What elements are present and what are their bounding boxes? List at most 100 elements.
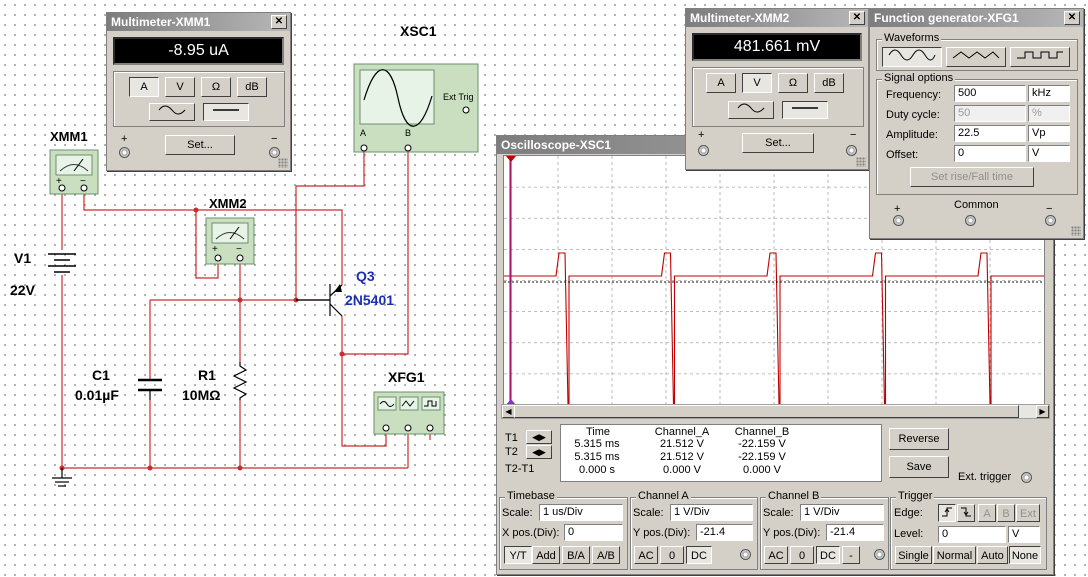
scroll-right-icon[interactable]: ▶: [1036, 405, 1049, 418]
save-button[interactable]: Save: [889, 456, 949, 478]
square-wave-icon[interactable]: [1010, 47, 1070, 67]
sine-wave-icon[interactable]: [882, 47, 942, 67]
falling-edge-icon[interactable]: [957, 504, 975, 522]
duty-cycle-unit[interactable]: %: [1028, 105, 1070, 122]
fg-resize-grip-icon[interactable]: [1071, 226, 1081, 236]
timebase-scale-field[interactable]: 1 us/Div: [539, 504, 623, 521]
set-rise-fall-button[interactable]: Set rise/Fall time: [910, 167, 1034, 187]
rising-edge-icon[interactable]: [938, 504, 956, 522]
t2-channel-a-value: 21.512 V: [659, 451, 705, 463]
battery-symbol: [48, 253, 76, 273]
xmm1-dc-button[interactable]: [203, 103, 249, 121]
channel-a-ypos-label: Y pos.(Div):: [633, 527, 691, 539]
t1-arrows-icon[interactable]: ◀▶: [526, 430, 552, 444]
xmm1-titlebar[interactable]: Multimeter-XMM1 ✕: [107, 13, 290, 31]
xmm2-set-button[interactable]: Set...: [742, 133, 814, 153]
channel-a-terminal-icon[interactable]: [740, 549, 751, 560]
ba-mode-button[interactable]: B/A: [562, 546, 590, 564]
xmm2-dc-button[interactable]: [782, 101, 828, 119]
fg-common-terminal-icon[interactable]: [965, 215, 976, 226]
xmm2-voltmeter-button[interactable]: V: [742, 73, 772, 93]
duty-cycle-label: Duty cycle:: [886, 109, 940, 121]
xmm1-resize-grip-icon[interactable]: [278, 158, 288, 168]
xmm2-ammeter-button[interactable]: A: [706, 73, 736, 93]
scope-horizontal-scrollbar[interactable]: ◀ ▶: [501, 404, 1050, 419]
amplitude-field[interactable]: 22.5: [954, 125, 1026, 142]
channel-b-ac-button[interactable]: AC: [764, 546, 788, 564]
fg-close-icon[interactable]: ✕: [1064, 11, 1080, 25]
trigger-level-unit[interactable]: V: [1008, 526, 1040, 543]
channel-a-trace: [504, 252, 1044, 406]
xmm2-titlebar[interactable]: Multimeter-XMM2 ✕: [686, 9, 868, 27]
ab-mode-button[interactable]: A/B: [592, 546, 620, 564]
scroll-thumb[interactable]: [514, 405, 1019, 418]
trigger-auto-button[interactable]: Auto: [977, 546, 1008, 564]
trigger-level-field[interactable]: 0: [938, 526, 1006, 543]
duty-cycle-field[interactable]: 50: [954, 105, 1026, 122]
reverse-button[interactable]: Reverse: [889, 428, 949, 450]
channel-b-invert-button[interactable]: -: [842, 546, 860, 564]
xmm1-ammeter-button[interactable]: A: [129, 77, 159, 97]
triangle-wave-icon[interactable]: [946, 47, 1006, 67]
channel-a-dc-button[interactable]: DC: [686, 546, 712, 564]
channel-b-dc-button[interactable]: DC: [816, 546, 840, 564]
xmm1-ac-button[interactable]: [149, 103, 195, 121]
xmm2-ohmmeter-button[interactable]: Ω: [778, 73, 808, 93]
fg-minus-label: −: [1046, 203, 1053, 215]
frequency-field[interactable]: 500: [954, 85, 1026, 102]
xmm1-ohmmeter-button[interactable]: Ω: [201, 77, 231, 97]
transistor-symbol: [296, 284, 343, 317]
xmm1-set-button[interactable]: Set...: [165, 135, 235, 155]
channel-b-ypos-label: Y pos.(Div):: [763, 527, 821, 539]
xmm2-db-button[interactable]: dB: [814, 73, 844, 93]
q3-name-label: Q3: [356, 268, 375, 284]
channel-a-scale-field[interactable]: 1 V/Div: [670, 504, 753, 521]
xmm2-minus-label: −: [236, 244, 242, 255]
fg-titlebar[interactable]: Function generator-XFG1 ✕: [870, 9, 1083, 27]
xmm2-resize-grip-icon[interactable]: [856, 157, 866, 167]
scope-pin-b-label: B: [405, 128, 412, 138]
trigger-single-button[interactable]: Single: [895, 546, 932, 564]
xmm1-close-icon[interactable]: ✕: [271, 15, 287, 29]
scope-plot: [504, 156, 1044, 406]
timebase-group: [499, 497, 628, 570]
xmm2-close-icon[interactable]: ✕: [849, 11, 865, 25]
channel-a-title: Channel A: [636, 490, 691, 502]
channel-b-ypos-field[interactable]: -21.4: [826, 524, 884, 541]
ext-trigger-terminal-icon[interactable]: [1021, 472, 1032, 483]
trigger-none-button[interactable]: None: [1009, 546, 1041, 564]
offset-unit[interactable]: V: [1028, 145, 1070, 162]
c1-value-label: 0.01µF: [75, 387, 119, 403]
fg-minus-terminal-icon[interactable]: [1045, 215, 1056, 226]
xsc1-instrument-icon: [353, 63, 479, 153]
amplitude-unit[interactable]: Vp: [1028, 125, 1070, 142]
trigger-normal-button[interactable]: Normal: [933, 546, 976, 564]
xmm2-ac-button[interactable]: [728, 101, 774, 119]
xmm1-minus-terminal-icon[interactable]: [269, 147, 280, 158]
xmm1-voltmeter-button[interactable]: V: [165, 77, 195, 97]
offset-field[interactable]: 0: [954, 145, 1026, 162]
fg-plus-terminal-icon[interactable]: [893, 215, 904, 226]
trigger-source-ext-button[interactable]: Ext: [1016, 504, 1040, 522]
t1-time-value: 5.315 ms: [574, 438, 620, 450]
channel-a-zero-button[interactable]: 0: [660, 546, 684, 564]
timebase-xpos-field[interactable]: 0: [564, 524, 623, 541]
t2-arrows-icon[interactable]: ◀▶: [526, 445, 552, 459]
yt-mode-button[interactable]: Y/T: [504, 546, 532, 564]
cursor-t2-handle-icon[interactable]: [506, 399, 516, 405]
xmm2-plus-terminal-icon[interactable]: [698, 145, 709, 156]
channel-b-scale-field[interactable]: 1 V/Div: [800, 504, 884, 521]
q3-model-label: 2N5401: [345, 292, 395, 308]
trigger-source-a-button[interactable]: A: [978, 504, 996, 522]
xmm2-minus-terminal-icon[interactable]: [846, 145, 857, 156]
channel-b-terminal-icon[interactable]: [874, 549, 885, 560]
trigger-source-b-button[interactable]: B: [997, 504, 1015, 522]
xmm1-plus-terminal-icon[interactable]: [119, 147, 130, 158]
cursor-t1-handle-icon[interactable]: [506, 156, 516, 162]
add-mode-button[interactable]: Add: [532, 546, 560, 564]
channel-b-zero-button[interactable]: 0: [790, 546, 814, 564]
frequency-unit[interactable]: kHz: [1028, 85, 1070, 102]
xmm1-db-button[interactable]: dB: [237, 77, 267, 97]
channel-a-ypos-field[interactable]: -21.4: [696, 524, 753, 541]
channel-a-ac-button[interactable]: AC: [634, 546, 658, 564]
